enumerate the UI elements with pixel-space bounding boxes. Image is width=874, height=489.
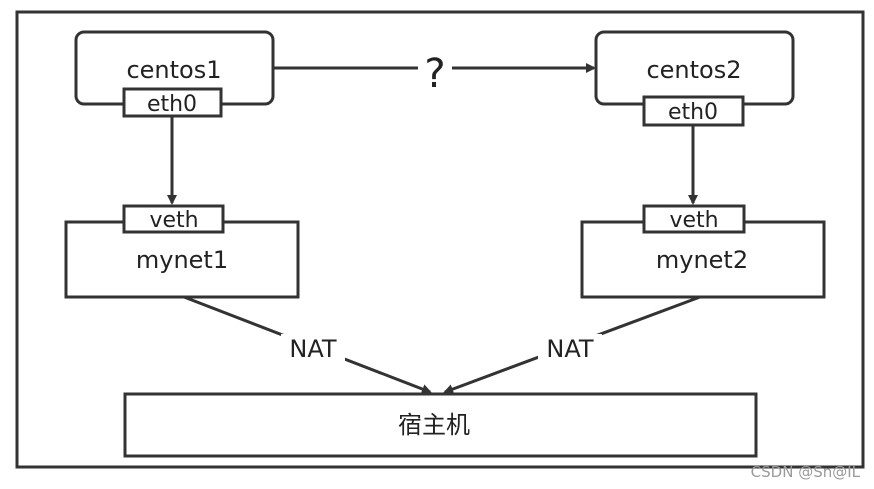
host-label: 宿主机 xyxy=(398,411,470,439)
question-mark: ? xyxy=(424,51,445,97)
centos1-label: centos1 xyxy=(126,56,221,84)
veth-right-interface xyxy=(642,204,746,234)
mynet2-label: mynet2 xyxy=(656,246,748,274)
veth-left-interface xyxy=(122,204,225,234)
watermark-text: CSDN @Sn@IL xyxy=(751,463,861,481)
host-node xyxy=(123,392,758,458)
nat-right-label-bg xyxy=(538,334,602,364)
mynet1-node xyxy=(64,220,300,299)
veth-right-label: veth xyxy=(669,208,718,233)
nat-right-label: NAT xyxy=(546,335,594,363)
eth0-right-interface xyxy=(642,95,745,127)
veth-left-label: veth xyxy=(149,208,198,233)
eth0-right-label: eth0 xyxy=(668,100,718,125)
eth0-left-label: eth0 xyxy=(147,92,197,117)
diagram-frame xyxy=(15,10,865,469)
centos2-label: centos2 xyxy=(646,56,741,84)
mynet1-label: mynet1 xyxy=(136,246,228,274)
mynet2-node xyxy=(580,220,826,299)
nat-left-label: NAT xyxy=(289,335,337,363)
nat-left-label-bg xyxy=(281,334,345,364)
